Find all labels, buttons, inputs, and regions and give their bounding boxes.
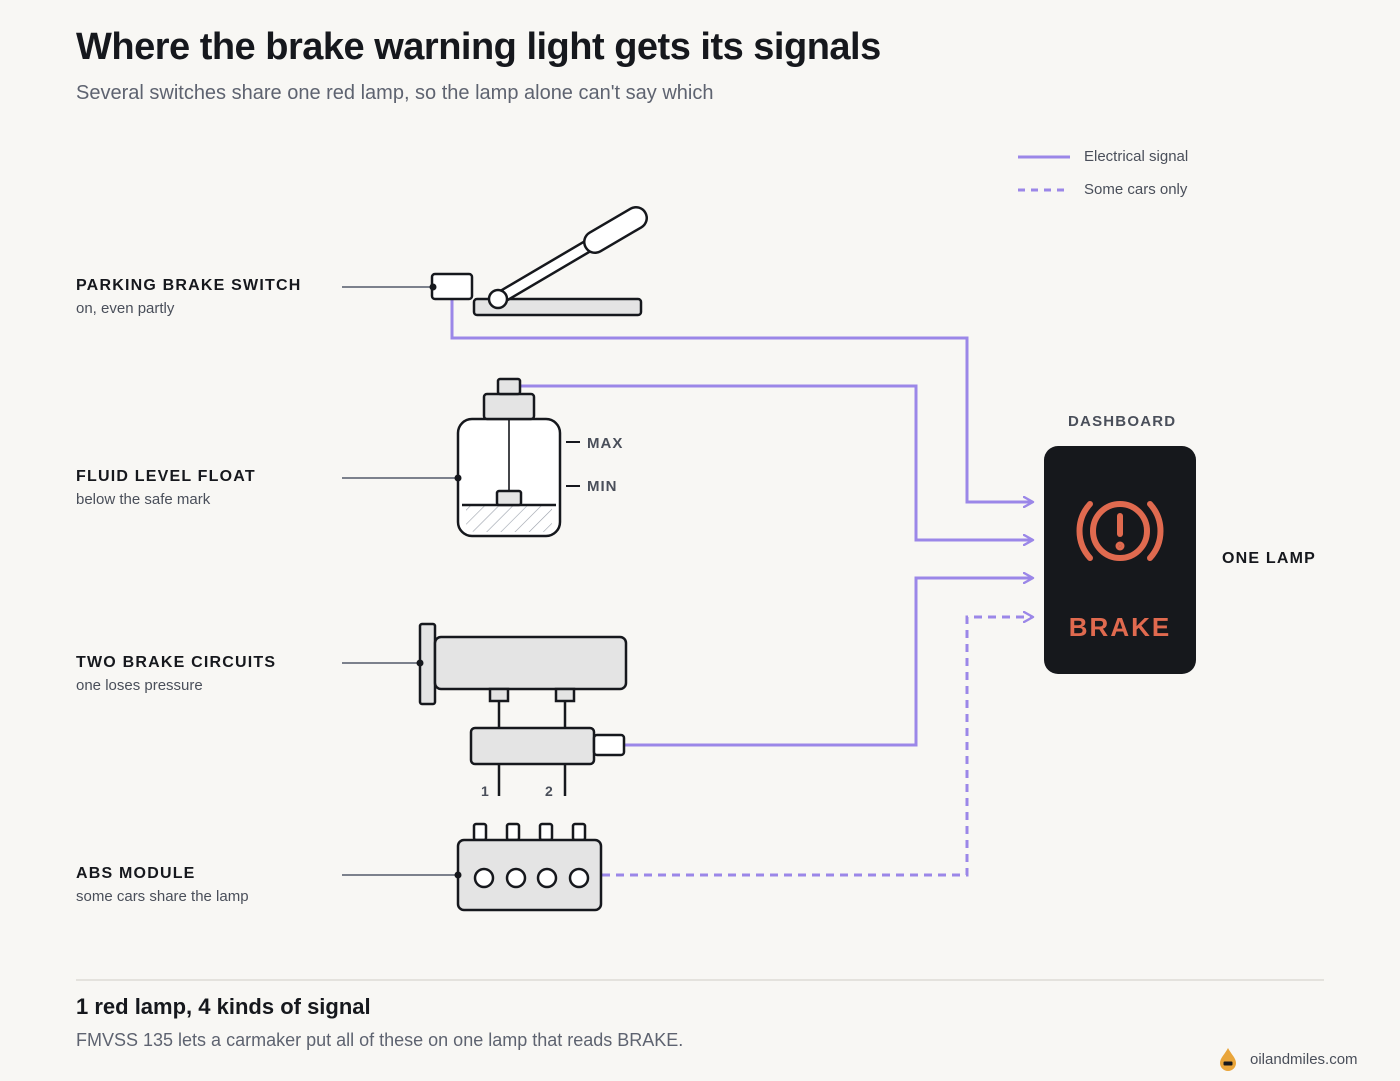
master-cylinder-icon <box>416 622 628 796</box>
brake-warning-icon <box>1076 501 1164 561</box>
oil-drop-icon <box>1220 1048 1236 1071</box>
page-subtitle: Several switches share one red lamp, so … <box>76 82 714 104</box>
source-name-circuits: TWO BRAKE CIRCUITS <box>76 654 277 671</box>
footer-title: 1 red lamp, 4 kinds of signal <box>76 994 371 1019</box>
legend-solid-label: Electrical signal <box>1084 148 1189 165</box>
page-title: Where the brake warning light gets its s… <box>76 26 881 68</box>
legend <box>1018 155 1070 192</box>
wire-abs <box>602 617 1033 877</box>
lamp-text: BRAKE <box>1069 612 1171 642</box>
source-name-parking: PARKING BRAKE SWITCH <box>76 277 302 294</box>
parking-brake-icon <box>429 206 648 317</box>
brand-link[interactable]: oilandmiles.com <box>1250 1050 1358 1068</box>
source-sub-abs: some cars share the lamp <box>76 888 249 905</box>
one-lamp-label: ONE LAMP <box>1222 550 1317 567</box>
source-sub-circuits: one loses pressure <box>76 677 203 694</box>
max-label: MAX <box>587 435 623 452</box>
leader-lines <box>342 286 458 876</box>
dashboard-label: DASHBOARD <box>1068 413 1177 430</box>
source-name-abs: ABS MODULE <box>76 865 196 882</box>
circuit-2-label: 2 <box>545 783 553 799</box>
circuit-1-label: 1 <box>481 783 489 799</box>
source-name-fluid: FLUID LEVEL FLOAT <box>76 468 256 485</box>
footer-divider <box>76 979 1324 981</box>
brand[interactable]: oilandmiles.com <box>1218 1046 1358 1072</box>
source-sub-parking: on, even partly <box>76 300 175 317</box>
fluid-reservoir-icon <box>454 377 580 538</box>
signal-wires <box>450 298 1033 877</box>
abs-module-icon <box>454 822 603 912</box>
wire-parking <box>450 298 1033 502</box>
dashboard-lamp: BRAKE <box>1044 446 1196 674</box>
min-label: MIN <box>587 478 618 495</box>
legend-dashed-label: Some cars only <box>1084 181 1188 198</box>
wire-fluid <box>518 384 1033 540</box>
source-sub-fluid: below the safe mark <box>76 491 211 508</box>
footer-text: FMVSS 135 lets a carmaker put all of the… <box>76 1030 684 1050</box>
wire-circuits <box>624 578 1033 747</box>
